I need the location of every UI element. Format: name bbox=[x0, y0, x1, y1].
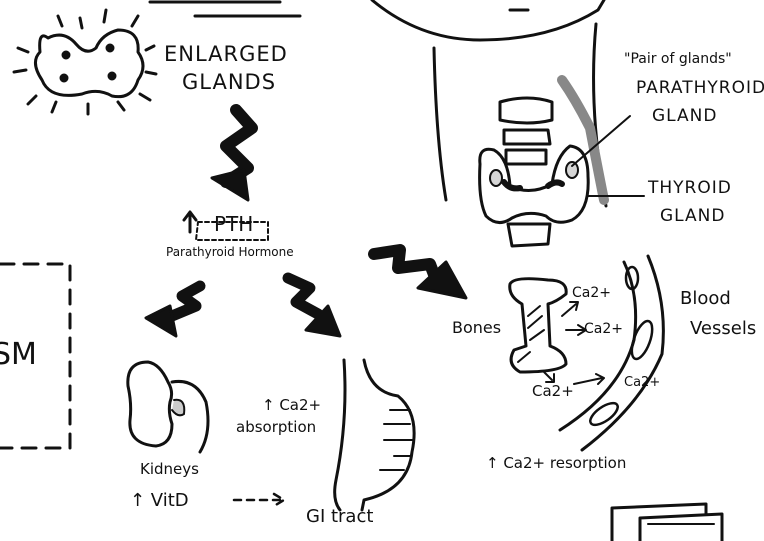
vitd-label: ↑ VitD bbox=[130, 492, 189, 510]
arrow-pth-to-kidneys-head bbox=[146, 306, 176, 336]
enlarged-label: ENLARGED bbox=[164, 44, 288, 65]
ca-to-vessel-arrow bbox=[574, 374, 604, 384]
glands-label: GLANDS bbox=[182, 72, 276, 93]
absorption-label-line2: absorption bbox=[236, 420, 316, 435]
thyroid-gland-label: GLAND bbox=[660, 208, 725, 225]
title-underline bbox=[150, 2, 300, 16]
gi-tract-label: GI tract bbox=[306, 508, 373, 526]
absorption-label-line1: ↑ Ca2+ bbox=[262, 398, 321, 413]
bones-label: Bones bbox=[452, 320, 501, 336]
bone-icon bbox=[510, 279, 566, 372]
arrow-pth-to-bones bbox=[374, 250, 436, 280]
parathyroid-gland-label: GLAND bbox=[652, 108, 717, 125]
bone-arrow-2 bbox=[566, 325, 586, 335]
arrow-pth-to-kidneys bbox=[172, 286, 200, 316]
pth-up-arrow-icon bbox=[184, 212, 196, 232]
pth-label: PTH bbox=[214, 214, 253, 234]
parathyroid-label: PARATHYROID bbox=[636, 80, 764, 97]
kidneys-label: Kidneys bbox=[140, 462, 199, 477]
pth-full-label: Parathyroid Hormone bbox=[166, 246, 294, 258]
ca-label-4: Ca2+ bbox=[532, 384, 574, 399]
vessels-label: Vessels bbox=[690, 320, 756, 338]
neck-illustration bbox=[372, 0, 606, 246]
kidney-icon bbox=[128, 362, 208, 452]
vitd-to-gitract-arrow bbox=[234, 494, 284, 506]
arrow-glands-to-pth-head bbox=[212, 170, 248, 200]
ca-label-2: Ca2+ bbox=[584, 322, 623, 336]
parathyroid-pointer bbox=[572, 116, 630, 166]
gi-tract-icon bbox=[335, 360, 414, 510]
bone-arrow-1 bbox=[562, 302, 578, 316]
thyroid-label: THYROID bbox=[648, 180, 732, 197]
document-icon bbox=[612, 504, 722, 541]
bone-arrow-3 bbox=[544, 372, 554, 382]
enlarged-glands-icon bbox=[14, 10, 156, 114]
resorption-label: ↑ Ca2+ resorption bbox=[486, 456, 626, 471]
ca-label-1: Ca2+ bbox=[572, 286, 611, 300]
left-partial-label: SM bbox=[0, 340, 37, 370]
ca-label-3: Ca2+ bbox=[624, 376, 660, 389]
arrow-pth-to-gitract bbox=[288, 278, 318, 314]
pair-of-glands-note: "Pair of glands" bbox=[624, 52, 732, 66]
blood-label: Blood bbox=[680, 290, 731, 308]
